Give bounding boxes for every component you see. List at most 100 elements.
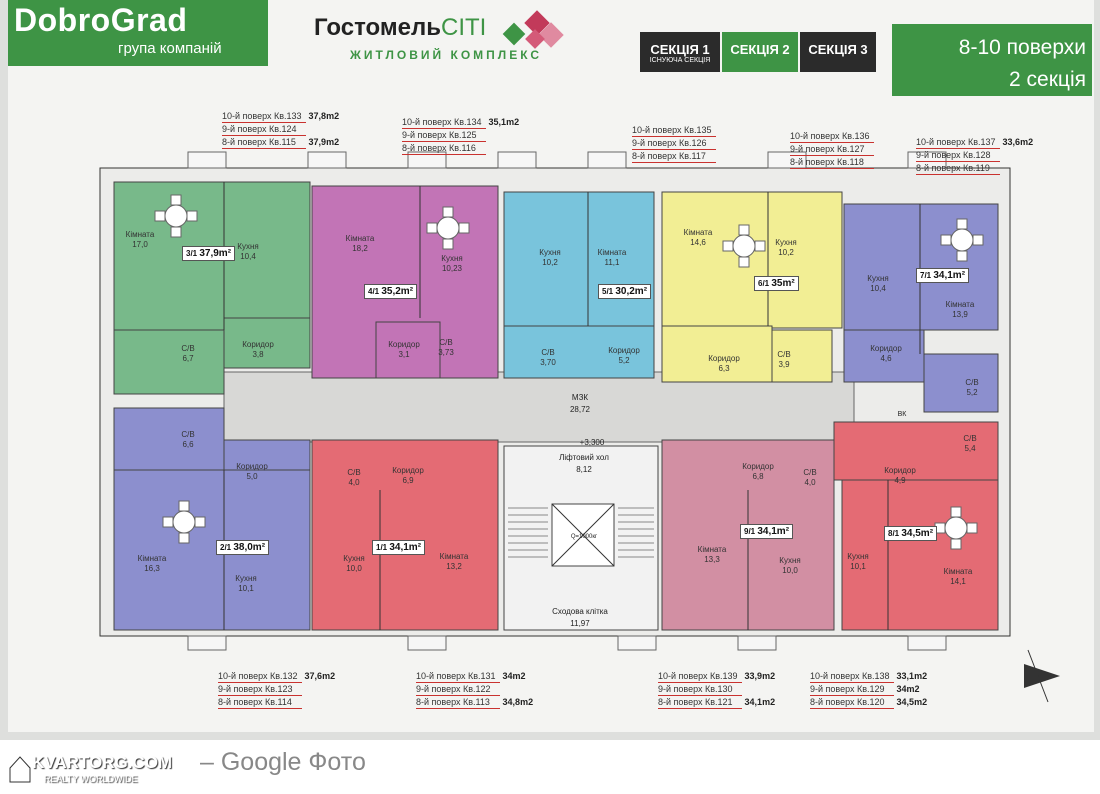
room-area: 14,1 xyxy=(950,577,966,586)
apartment-floor-line: 8-й поверх Кв.114 xyxy=(218,696,302,709)
room-name: С/В xyxy=(777,350,791,359)
apartment-floor-line: 8-й поверх Кв.117 xyxy=(632,150,716,163)
window-bottom-2 xyxy=(617,635,657,651)
floor-plan-photo: DobroGrad група компаній ГостомельCITI Ж… xyxy=(0,0,1100,740)
room-area: 3,1 xyxy=(398,350,410,359)
room-area: 17,0 xyxy=(132,240,148,249)
dining-table-icon xyxy=(172,510,196,534)
apartment-number: 7/1 xyxy=(920,271,934,280)
room-name: С/В xyxy=(439,338,453,347)
room-name: Кімната xyxy=(683,228,713,237)
apartment-number: 6/1 xyxy=(758,279,772,288)
room-area: 5,2 xyxy=(966,388,978,397)
apartment-total-area: 6/1 35m² xyxy=(754,276,799,291)
apartment-area: 35,1m2 xyxy=(488,117,520,127)
apartment-floor-line: 10-й поверх Кв.136 xyxy=(790,130,874,143)
project-subtitle: ЖИТЛОВИЙ КОМПЛЕКС xyxy=(350,48,543,62)
room-name: Кухня xyxy=(779,556,801,565)
watermark-text: KVARTORG.COM xyxy=(32,753,173,772)
apartment-total-area: 3/1 37,9m² xyxy=(182,246,236,261)
project-name-accent: CITI xyxy=(440,14,487,41)
room-area: 10,1 xyxy=(238,584,254,593)
stair-label: Сходова клітка xyxy=(552,607,608,616)
chair-icon xyxy=(950,538,962,550)
apartment-floor-line: 9-й поверх Кв.130 xyxy=(658,683,742,696)
apartment-total-value: 35m² xyxy=(771,278,795,289)
apartment-total-area: 1/1 34,1m² xyxy=(372,540,426,555)
apartment-floor-line: 9-й поверх Кв.126 xyxy=(632,137,716,150)
window-bottom-0 xyxy=(187,635,227,651)
window-top-3 xyxy=(497,151,537,169)
apartment-area: 34m2 xyxy=(502,671,526,681)
apartment-7-bath xyxy=(923,353,999,413)
room-name: С/В xyxy=(541,348,555,357)
room-name: Кімната xyxy=(345,234,375,243)
window-bottom-4 xyxy=(907,635,947,651)
room-name: Кімната xyxy=(597,248,627,257)
chair-icon xyxy=(178,532,190,544)
apartment-1 xyxy=(311,439,499,631)
apartment-number: 4/1 xyxy=(368,287,382,296)
apartment-total-value: 34,1m² xyxy=(933,270,966,281)
room-name: Коридор xyxy=(884,466,916,475)
room-name: Кухня xyxy=(867,274,889,283)
room-area: 10,1 xyxy=(850,562,866,571)
chair-icon xyxy=(738,256,750,268)
room-name: Кімната xyxy=(137,554,167,563)
window-top-1 xyxy=(307,151,347,169)
apartment-total-area: 4/1 35,2m² xyxy=(364,284,418,299)
apartment-total-area: 9/1 34,1m² xyxy=(740,524,794,539)
room-area: 3,8 xyxy=(252,350,264,359)
room-area: 18,2 xyxy=(352,244,368,253)
apartment-total-value: 37,9m² xyxy=(199,248,232,259)
apartment-floor-line: 9-й поверх Кв.127 xyxy=(790,143,874,156)
apartment-5 xyxy=(503,191,655,331)
room-name: Кухня xyxy=(235,574,257,583)
project-name-main: Гостомель xyxy=(314,14,441,41)
apartment-floor-line: 8-й поверх Кв.118 xyxy=(790,156,874,169)
apartment-number: 8/1 xyxy=(888,529,902,538)
logo-diamonds-icon xyxy=(502,10,564,49)
room-area: 13,3 xyxy=(704,555,720,564)
apartment-8-bath xyxy=(833,421,999,481)
apartment-3-corridor xyxy=(223,317,311,369)
dining-table-icon xyxy=(732,234,756,258)
apartment-area: 34,8m2 xyxy=(502,697,534,707)
brand-subtitle: група компаній xyxy=(118,40,222,57)
room-area: 6,7 xyxy=(182,354,194,363)
chair-icon xyxy=(458,222,470,234)
room-name: Коридор xyxy=(242,340,274,349)
apartment-floor-line: 9-й поверх Кв.125 xyxy=(402,129,486,142)
room-name: Коридор xyxy=(236,462,268,471)
apartment-number: 9/1 xyxy=(744,527,758,536)
chair-icon xyxy=(442,238,454,250)
